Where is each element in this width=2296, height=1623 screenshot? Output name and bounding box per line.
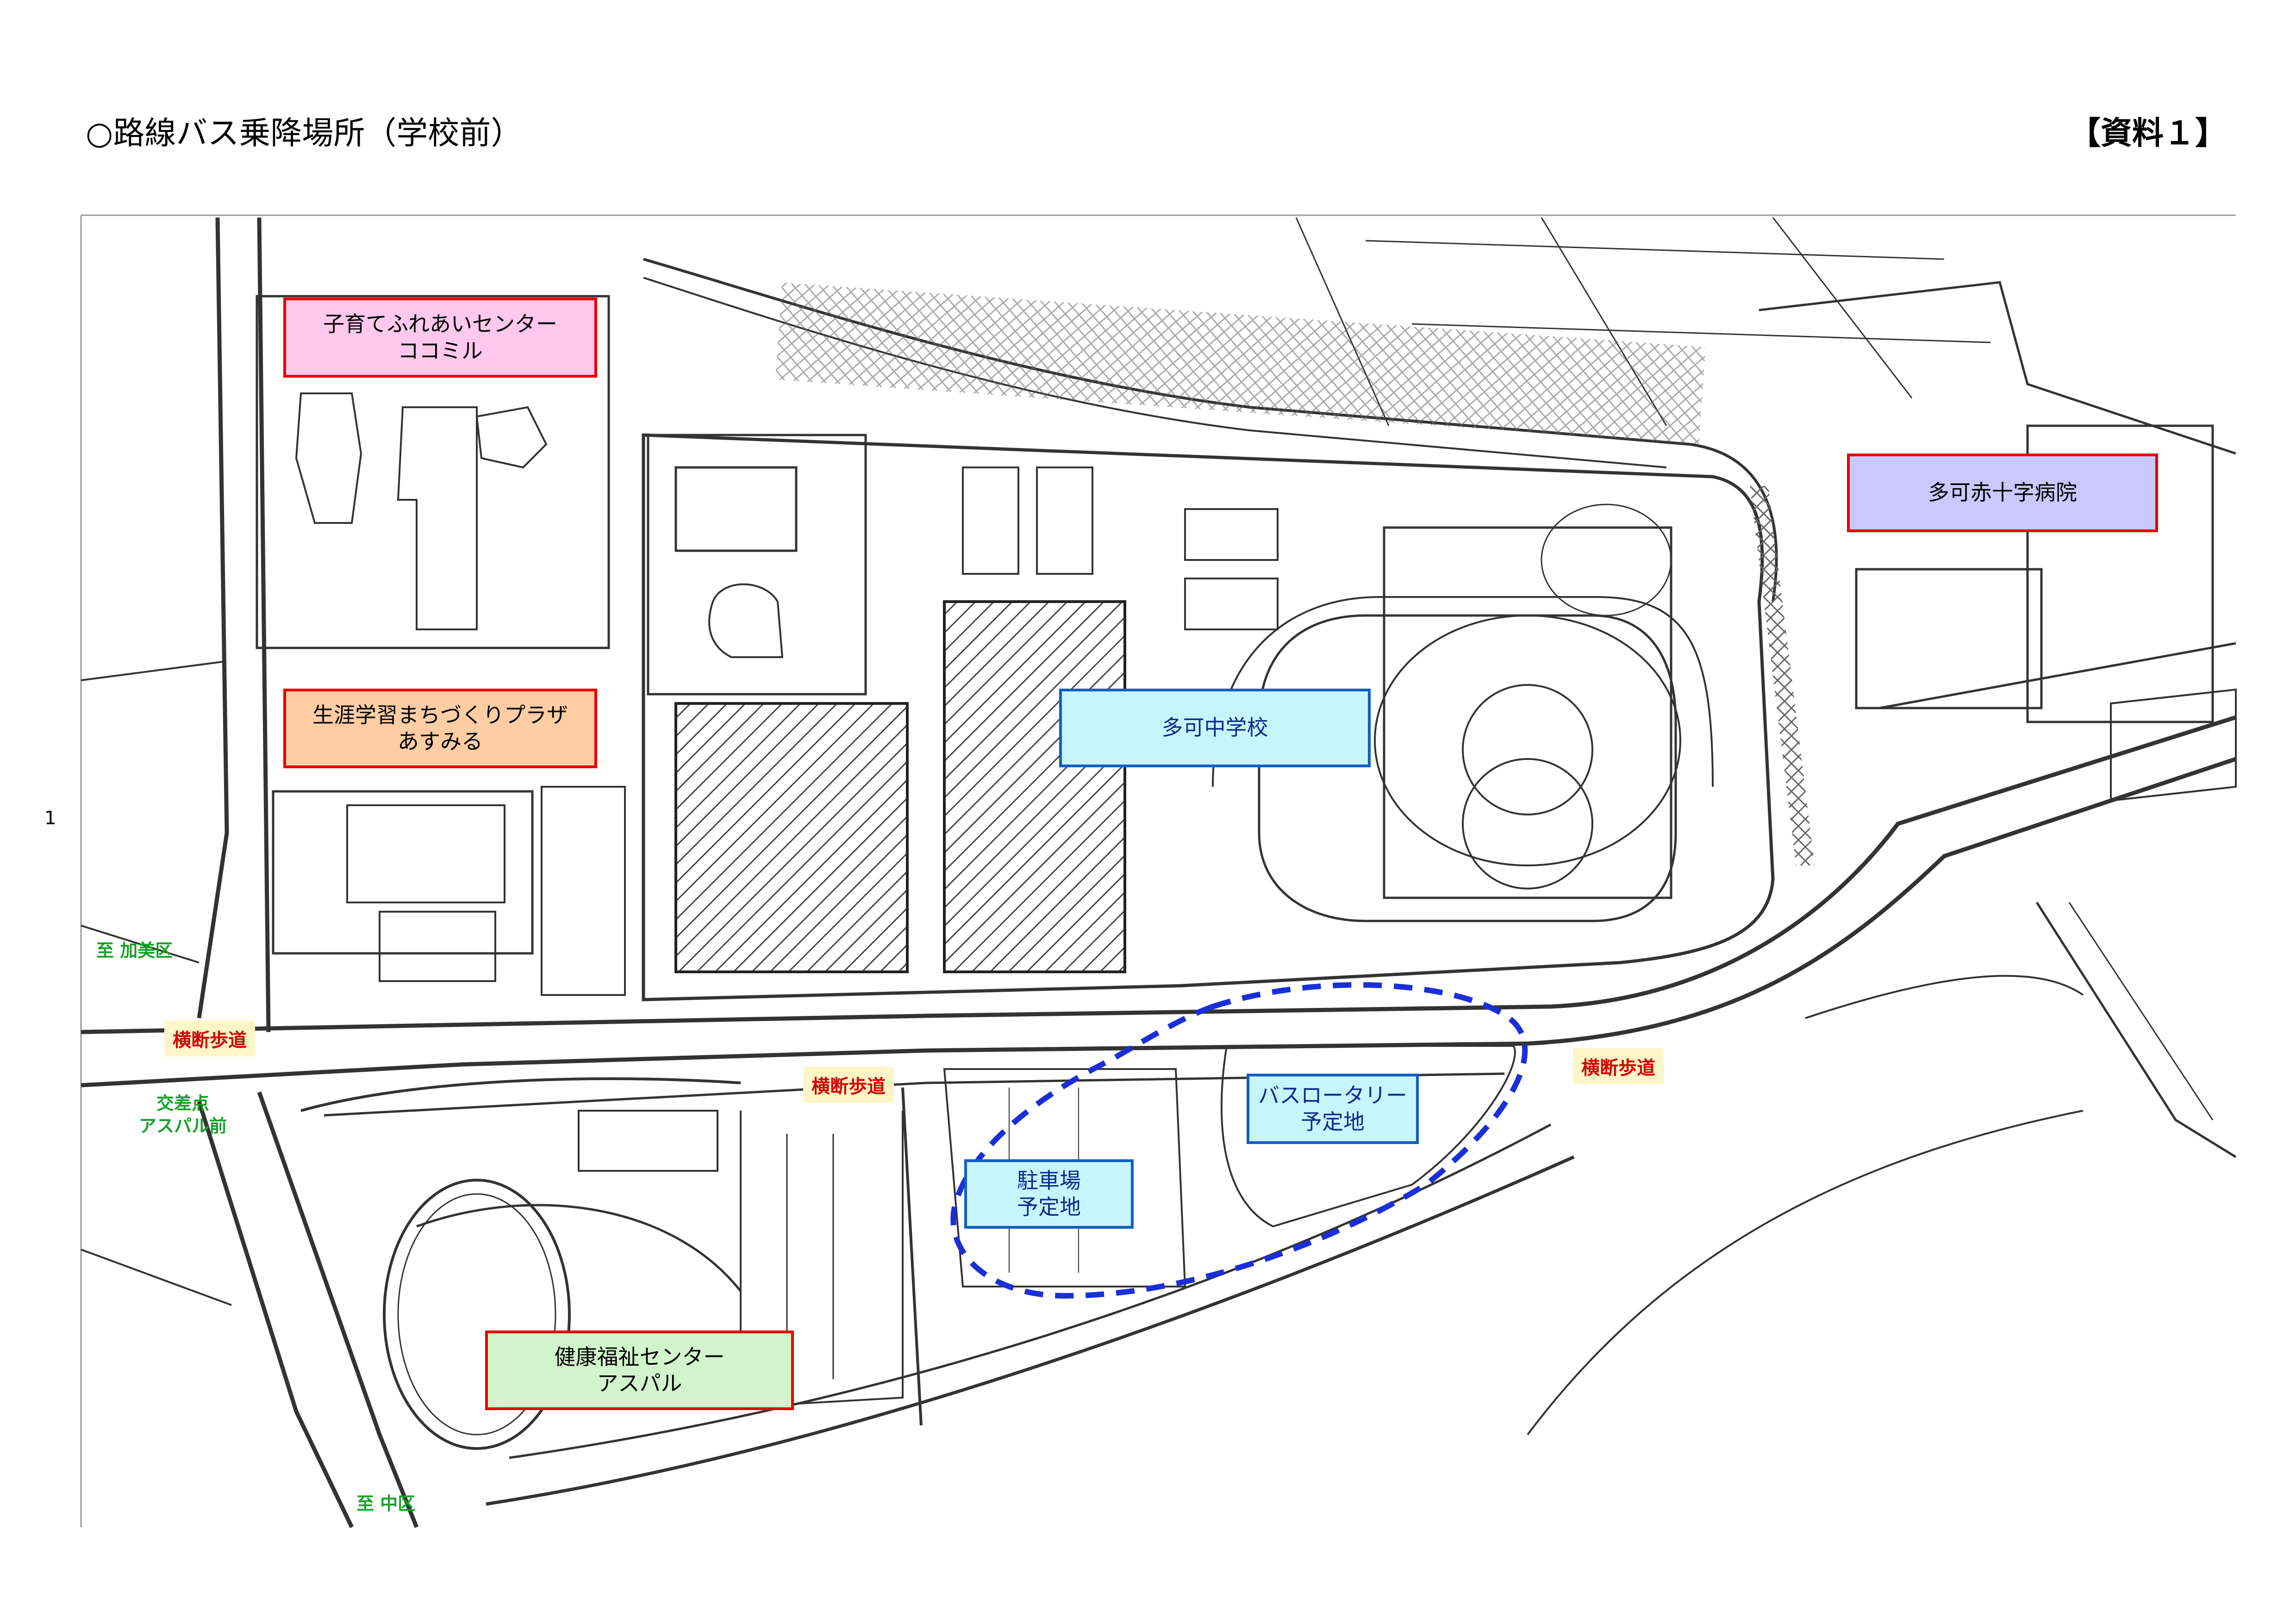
parking-planned-label: 駐車場 予定地	[964, 1159, 1134, 1229]
kenko-line2: アスパル	[597, 1371, 682, 1396]
intersection-aspal-mae: 交差点 アスパル前	[139, 1092, 227, 1138]
taka-red-cross-hospital-label: 多可赤十字病院	[1847, 454, 2158, 532]
asumiru-plaza-label: 生涯学習まちづくりプラザ あすみる	[283, 689, 597, 768]
taka-junior-high-label: 多可中学校	[1059, 689, 1371, 767]
hospital-line1: 多可赤十字病院	[1928, 480, 2077, 505]
sports-field	[1383, 526, 1672, 899]
crosswalk-label-center: 横断歩道	[803, 1067, 894, 1103]
running-track	[1258, 614, 1677, 922]
document-label: 【資料１】	[2069, 115, 2227, 152]
parking-line2: 予定地	[1017, 1194, 1081, 1219]
bus-rotary-line2: 予定地	[1301, 1109, 1365, 1134]
direction-naka-ward: 至 中区	[356, 1493, 416, 1514]
kosodate-line1: 子育てふれあいセンター	[323, 311, 557, 336]
school-building-west-wing	[674, 702, 909, 973]
shogai-line1: 生涯学習まちづくりプラザ	[312, 702, 568, 728]
aspal-welfare-center-label: 健康福祉センター アスパル	[485, 1331, 794, 1410]
crosswalk-label-east: 横断歩道	[1573, 1048, 1664, 1084]
page-number: 1	[44, 808, 56, 829]
intersection-line2: アスパル前	[139, 1116, 227, 1137]
bus-rotary-line1: バスロータリー	[1258, 1082, 1407, 1108]
kosodate-center-label: 子育てふれあいセンター ココミル	[283, 298, 597, 378]
school-site-outline	[642, 433, 1775, 1001]
direction-kami-ward: 至 加美区	[96, 940, 173, 961]
main-road-north-edge	[81, 715, 2237, 1034]
kosodate-line2: ココミル	[398, 338, 483, 363]
kenko-line1: 健康福祉センター	[554, 1344, 725, 1369]
parking-line1: 駐車場	[1017, 1168, 1081, 1193]
planned-bus-route-loop	[950, 982, 1528, 1299]
school-building-east-wing	[943, 600, 1126, 973]
school-line1: 多可中学校	[1161, 715, 1268, 740]
main-road-south-edge	[81, 757, 2237, 1088]
bus-rotary-planned-label: バスロータリー 予定地	[1247, 1074, 1419, 1144]
page-title: ○路線バス乗降場所（学校前）	[86, 115, 523, 152]
shogai-line2: あすみる	[398, 729, 483, 754]
intersection-line1: 交差点	[156, 1093, 210, 1113]
crosswalk-label-west: 横断歩道	[164, 1020, 255, 1057]
